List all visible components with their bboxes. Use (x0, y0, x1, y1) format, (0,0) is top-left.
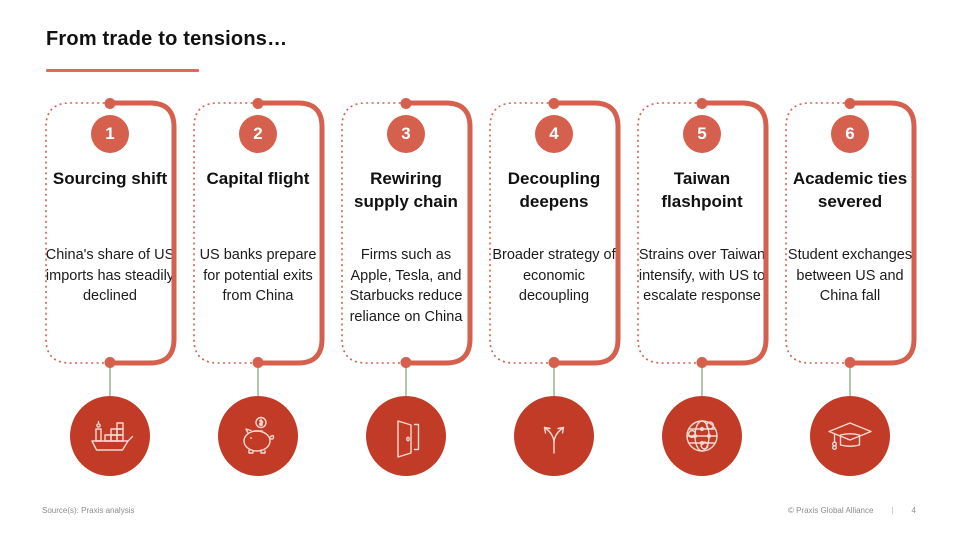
connector-line (553, 366, 555, 396)
card-title: Sourcing shift (52, 169, 168, 188)
footer: Source(s): Praxis analysis © Praxis Glob… (0, 506, 960, 518)
card: 3 Rewiring supply chain Firms such as Ap… (338, 98, 474, 368)
card-title: Taiwan flashpoint (661, 169, 743, 211)
card-body: US banks prepare for potential exits fro… (199, 247, 317, 304)
column-rewiring-supply-chain: 3 Rewiring supply chain Firms such as Ap… (338, 98, 474, 476)
source-note: Source(s): Praxis analysis (42, 506, 135, 515)
step-number-badge: 5 (683, 115, 721, 153)
icon-circle (366, 396, 446, 476)
card-title: Rewiring supply chain (354, 169, 458, 211)
footer-separator: | (891, 506, 894, 515)
page-title: From trade to tensions… (46, 28, 288, 50)
step-number-badge: 1 (91, 115, 129, 153)
copyright-text: © Praxis Global Alliance (787, 506, 874, 515)
piggy-bank-icon (243, 416, 275, 454)
title-underline (46, 69, 199, 72)
card-body: Broader strategy of economic decoupling (492, 247, 616, 304)
card-body: Strains over Taiwan intensify, with US t… (638, 247, 766, 304)
card-body: Firms such as Apple, Tesla, and Starbuck… (349, 247, 463, 325)
card-body: Student exchanges between US and China f… (787, 247, 913, 304)
connector-line (109, 366, 111, 396)
icon-circle (514, 396, 594, 476)
icon-circle (218, 396, 298, 476)
graduation-cap-icon (828, 422, 872, 451)
icon-circle (70, 396, 150, 476)
connector-line (701, 366, 703, 396)
column-academic-ties-severed: 6 Academic ties severed Student exchange… (782, 98, 918, 476)
footer-right: © Praxis Global Alliance | 4 (788, 506, 916, 515)
step-number-badge: 6 (831, 115, 869, 153)
card-body: China's share of US imports has steadily… (45, 247, 175, 304)
column-capital-flight: 2 Capital flight US banks prepare for po… (190, 98, 326, 476)
column-sourcing-shift: 1 Sourcing shift China's share of US imp… (42, 98, 178, 476)
globe-network-icon (686, 420, 718, 452)
card-title: Capital flight (206, 169, 310, 188)
card: 6 Academic ties severed Student exchange… (782, 98, 918, 368)
connector-line (405, 366, 407, 396)
connector-line (257, 366, 259, 396)
icon-circle (662, 396, 742, 476)
cards-row: 1 Sourcing shift China's share of US imp… (42, 98, 918, 476)
cargo-ship-icon (91, 420, 134, 451)
icon-circle (810, 396, 890, 476)
card-title: Academic ties severed (792, 169, 908, 211)
card: 2 Capital flight US banks prepare for po… (190, 98, 326, 368)
column-decoupling-deepens: 4 Decoupling deepens Broader strategy of… (486, 98, 622, 476)
card: 5 Taiwan flashpoint Strains over Taiwan … (634, 98, 770, 368)
card: 1 Sourcing shift China's share of US imp… (42, 98, 178, 368)
connector-line (849, 366, 851, 396)
step-number-badge: 2 (239, 115, 277, 153)
open-door-icon (397, 420, 420, 458)
card-title: Decoupling deepens (507, 169, 601, 211)
diverging-arrows-icon (543, 426, 565, 454)
column-taiwan-flashpoint: 5 Taiwan flashpoint Strains over Taiwan … (634, 98, 770, 476)
step-number-badge: 3 (387, 115, 425, 153)
step-number-badge: 4 (535, 115, 573, 153)
card: 4 Decoupling deepens Broader strategy of… (486, 98, 622, 368)
page-number: 4 (911, 506, 916, 515)
